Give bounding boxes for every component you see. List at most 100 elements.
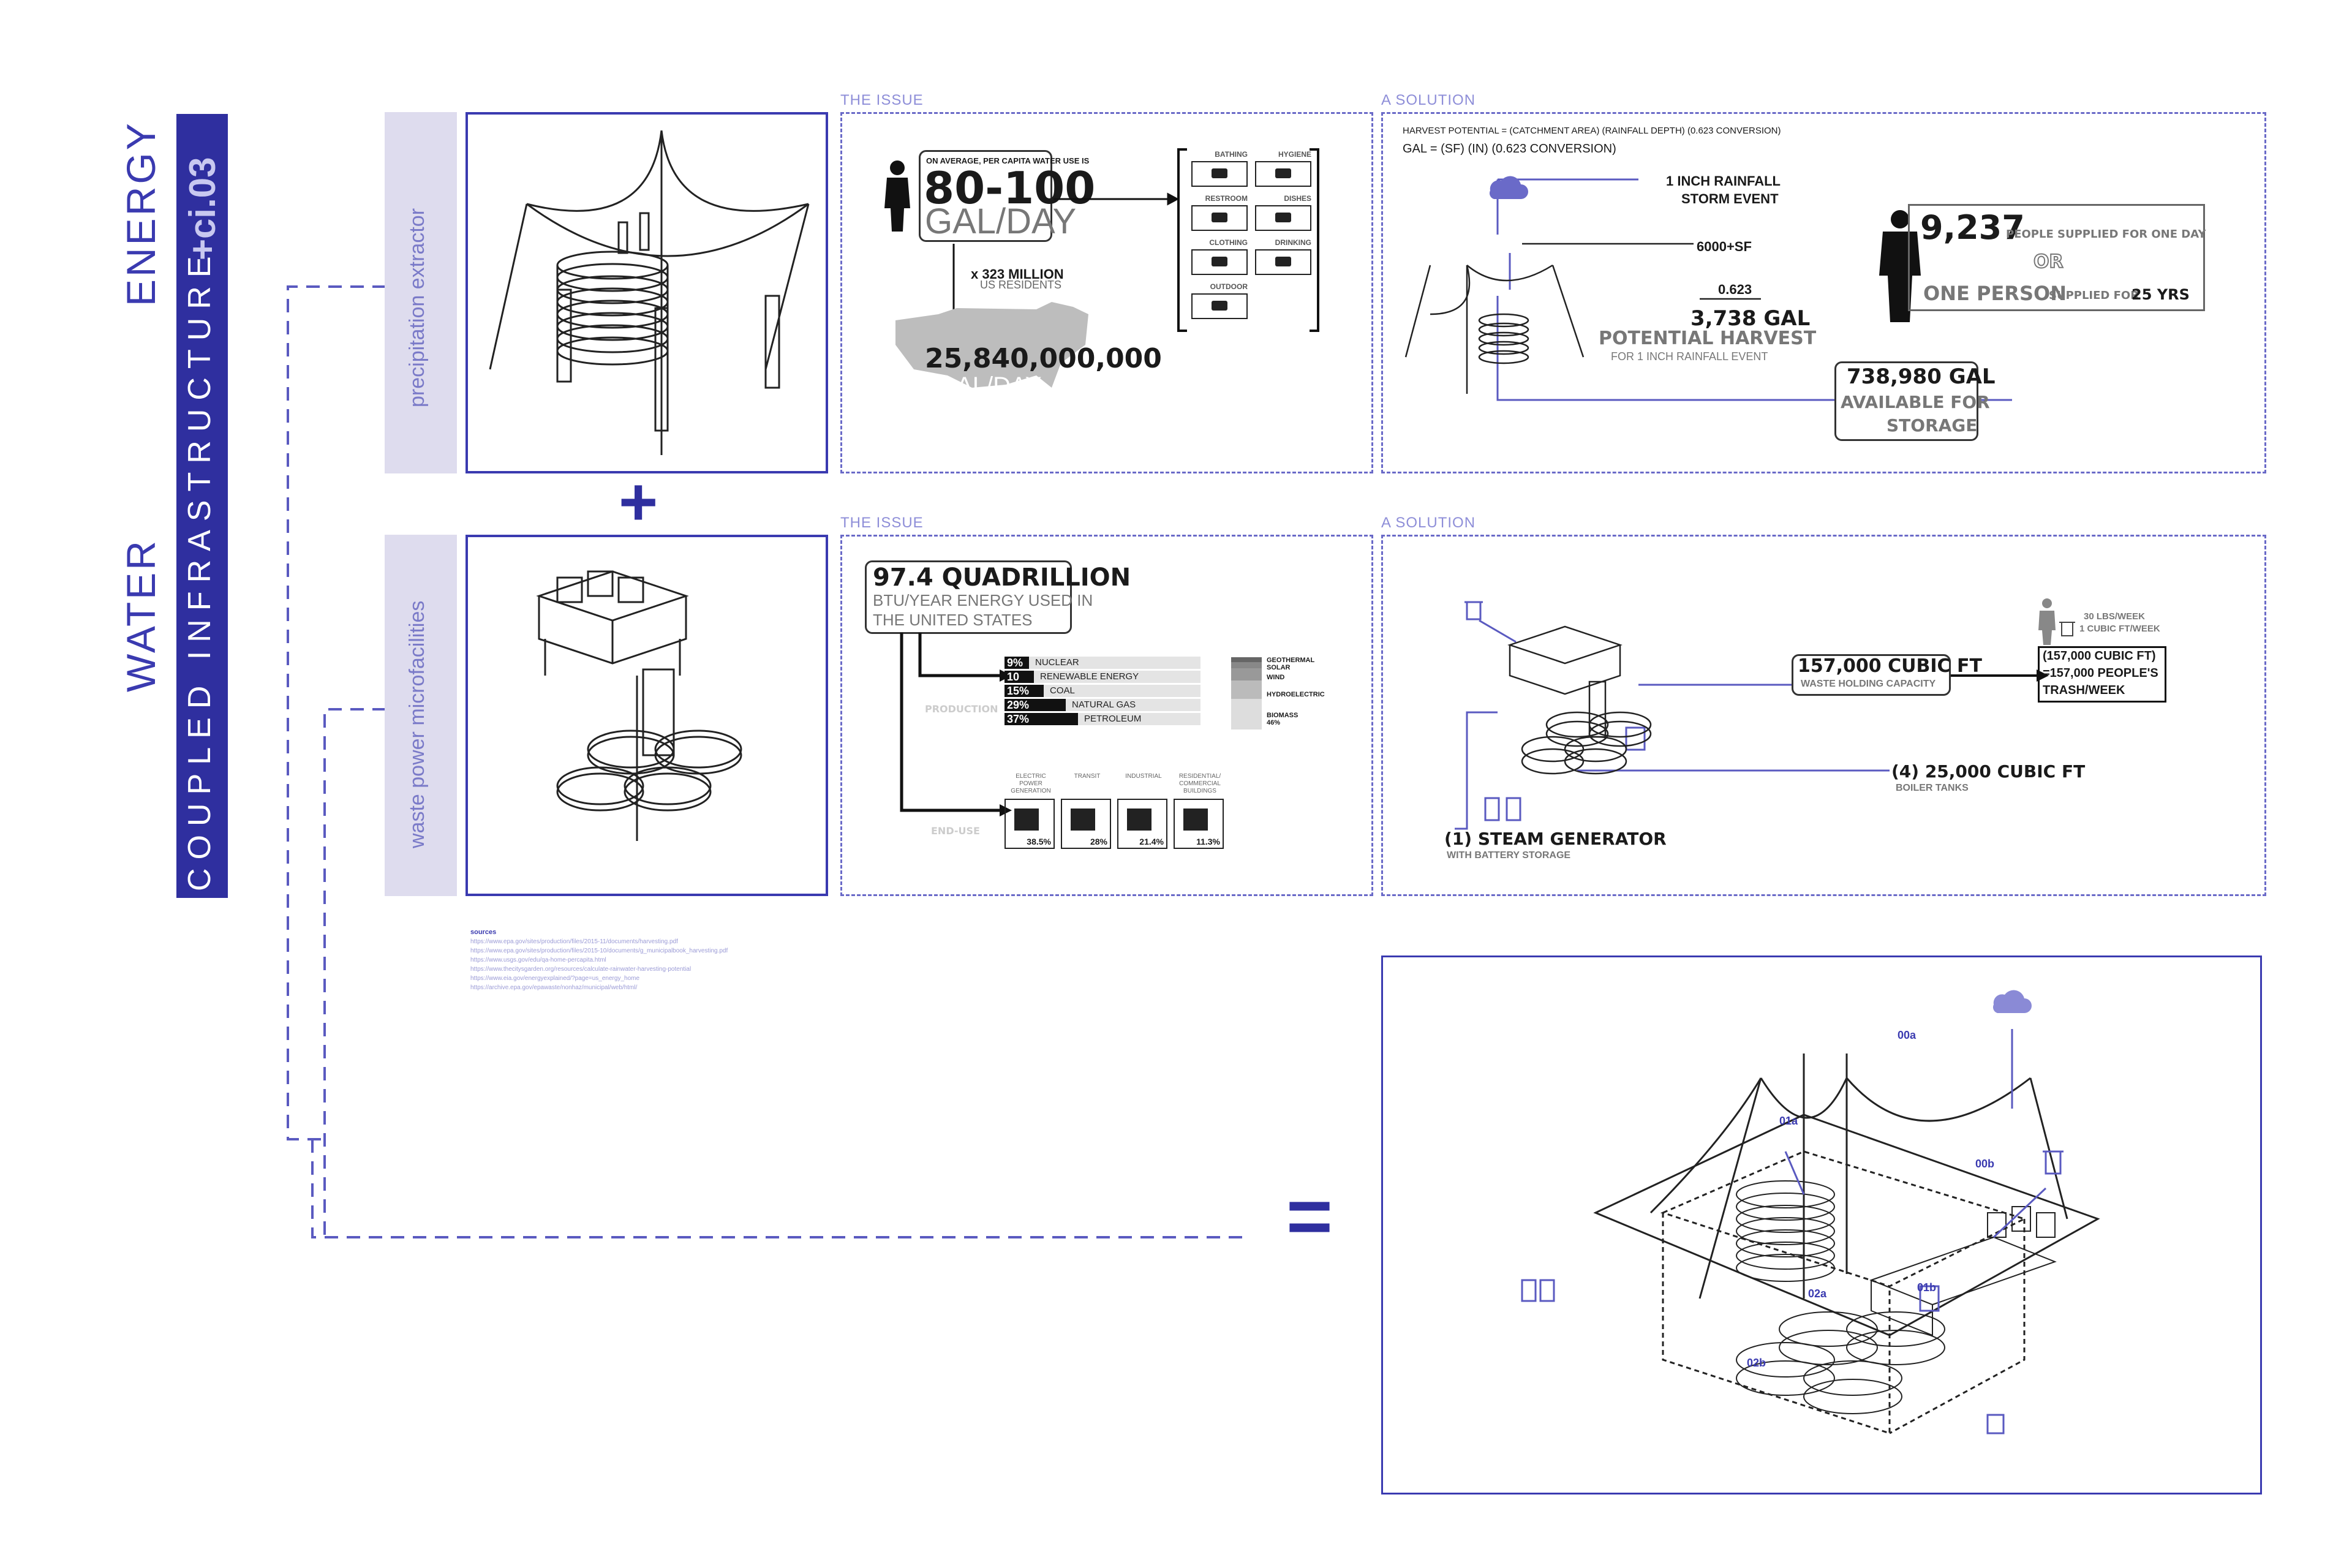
plus-sign: + bbox=[619, 464, 658, 540]
final-combined-illustration bbox=[1521, 990, 2100, 1435]
use-icon bbox=[1191, 249, 1248, 275]
source-line: https://www.thecitysgarden.org/resources… bbox=[470, 966, 692, 973]
renew-solar: SOLAR bbox=[1267, 664, 1291, 671]
source-line: https://www.epa.gov/sites/production/fil… bbox=[470, 948, 728, 954]
silhouette-person bbox=[1879, 210, 1921, 322]
use-label: BATHING bbox=[1215, 150, 1248, 159]
use-unit: GAL/DAY bbox=[925, 202, 1077, 241]
final-drawing-frame bbox=[1381, 956, 2262, 1494]
sector-icon-box: 21.4% bbox=[1117, 799, 1167, 849]
solution1-panel bbox=[1381, 112, 2266, 473]
precip-extractor-drawing bbox=[466, 112, 828, 473]
eq-c: TRASH/WEEK bbox=[2043, 684, 2125, 697]
renew-bio: BIOMASS bbox=[1267, 712, 1298, 719]
energy-source-row: 15% COAL bbox=[1005, 685, 1200, 697]
supplied-for: SUPPLIED FOR bbox=[2049, 289, 2139, 302]
energy-source-name: COAL bbox=[1050, 685, 1075, 696]
precip-extractor-illustration bbox=[489, 130, 810, 455]
solution2-section-label: A SOLUTION bbox=[1381, 514, 1476, 531]
mult-residents: x 323 MILLION bbox=[971, 266, 1064, 282]
trash-icon-small bbox=[2059, 622, 2075, 636]
source-line: https://www.usgs.gov/edu/qa-home-percapi… bbox=[470, 957, 606, 963]
sector-icon-box: 38.5% bbox=[1005, 799, 1055, 849]
issue1-panel bbox=[840, 112, 1373, 473]
title-subtitle: COUPLED INFRASTRUCTURE bbox=[182, 247, 217, 892]
total-unit: GAL/DAY bbox=[937, 372, 1042, 399]
uses-bracket bbox=[1177, 148, 1319, 332]
cuft-week: 1 CUBIC FT/WEEK bbox=[2079, 624, 2160, 634]
use-icon bbox=[1191, 161, 1248, 187]
people-box bbox=[1908, 204, 2205, 311]
storage-value: 738,980 GAL bbox=[1847, 364, 1996, 389]
eq-a: (157,000 CUBIC FT) bbox=[2043, 649, 2156, 663]
storage-a: AVAILABLE FOR bbox=[1841, 392, 1990, 412]
energy-source-row: 29% NATURAL GAS bbox=[1005, 699, 1200, 711]
energy-source-pct: 9% bbox=[1007, 657, 1023, 669]
energy-source-pct: 15% bbox=[1007, 685, 1030, 697]
sector-name: INDUSTRIAL bbox=[1125, 773, 1162, 780]
label-01b: 01b bbox=[1917, 1281, 1937, 1294]
storage-b: STORAGE bbox=[1887, 415, 1978, 435]
energy-source-name: NUCLEAR bbox=[1035, 657, 1079, 668]
harvest-value: 3,738 GAL bbox=[1691, 306, 1811, 331]
use-label: DRINKING bbox=[1275, 238, 1311, 247]
formula-1: HARVEST POTENTIAL = (CATCHMENT AREA) (RA… bbox=[1403, 126, 1781, 136]
energy-source-name: NATURAL GAS bbox=[1072, 699, 1136, 710]
use-cell: HYGIENE bbox=[1255, 150, 1311, 188]
boiler-sub: BOILER TANKS bbox=[1896, 783, 1969, 793]
btu-a: BTU/YEAR ENERGY USED IN bbox=[873, 591, 1093, 609]
precip-label-panel bbox=[385, 112, 457, 473]
label-02b: 02b bbox=[1747, 1357, 1766, 1369]
sector-pct: 21.4% bbox=[1139, 837, 1164, 846]
renew-bio-pct: 46% bbox=[1267, 719, 1281, 726]
sector-name: RESIDENTIAL/ bbox=[1178, 773, 1221, 780]
use-icon bbox=[1255, 249, 1311, 275]
source-line: https://archive.epa.gov/epawaste/nonhaz/… bbox=[470, 984, 638, 991]
source-line: https://www.epa.gov/sites/production/fil… bbox=[470, 938, 678, 945]
quad-value: 97.4 QUADRILLION bbox=[873, 564, 1131, 592]
issue2-section-label: THE ISSUE bbox=[840, 514, 924, 531]
us-residents: US RESIDENTS bbox=[980, 279, 1062, 291]
energy-source-pct: 10 bbox=[1007, 671, 1020, 683]
steam-value: (1) STEAM GENERATOR bbox=[1444, 829, 1667, 849]
energy-source-row: 9% NUCLEAR bbox=[1005, 657, 1200, 669]
years: 25 YRS bbox=[2132, 286, 2190, 303]
formula-2: GAL = (SF) (IN) (0.623 CONVERSION) bbox=[1403, 142, 1616, 156]
energy-source-pct: 29% bbox=[1007, 699, 1030, 711]
avg-caption: ON AVERAGE, PER CAPITA WATER USE IS bbox=[926, 156, 1090, 165]
solution2-panel bbox=[1381, 535, 2266, 896]
sector-name: BUILDINGS bbox=[1183, 788, 1216, 794]
enduse-sector: INDUSTRIAL 21.4% bbox=[1117, 773, 1170, 853]
people-value: 9,237 bbox=[1920, 208, 2025, 247]
waste-label: waste power microfacilities bbox=[405, 600, 429, 848]
small-person-icon bbox=[2038, 598, 2056, 645]
sources-head: sources bbox=[470, 929, 497, 936]
total-gallons: 25,840,000,000 bbox=[925, 343, 1162, 374]
production-label: PRODUCTION bbox=[925, 703, 998, 715]
enduse-label: END-USE bbox=[931, 825, 980, 837]
label-01a: 01a bbox=[1779, 1115, 1798, 1127]
cubic-sub: WASTE HOLDING CAPACITY bbox=[1801, 679, 1936, 689]
use-icon bbox=[1255, 205, 1311, 231]
sector-name: TRANSIT bbox=[1074, 773, 1101, 780]
steam-sub: WITH BATTERY STORAGE bbox=[1447, 850, 1571, 861]
use-label: CLOTHING bbox=[1209, 238, 1248, 247]
one-person: ONE PERSON bbox=[1923, 282, 2067, 305]
title-code: +ci.03 bbox=[182, 157, 223, 261]
label-00b: 00b bbox=[1975, 1158, 1995, 1170]
renewable-stack bbox=[1231, 657, 1262, 729]
label-02a: 02a bbox=[1808, 1287, 1827, 1300]
conversion-factor: 0.623 bbox=[1718, 282, 1752, 297]
storage-box bbox=[1834, 361, 1978, 441]
use-range: 80-100 bbox=[924, 162, 1096, 214]
sector-pct: 38.5% bbox=[1027, 837, 1051, 846]
renew-geo: GEOTHERMAL bbox=[1267, 657, 1315, 664]
use-cell: DRINKING bbox=[1255, 238, 1311, 276]
renew-hydro: HYDROELECTRIC bbox=[1267, 691, 1325, 698]
use-cell: DISHES bbox=[1255, 194, 1311, 232]
